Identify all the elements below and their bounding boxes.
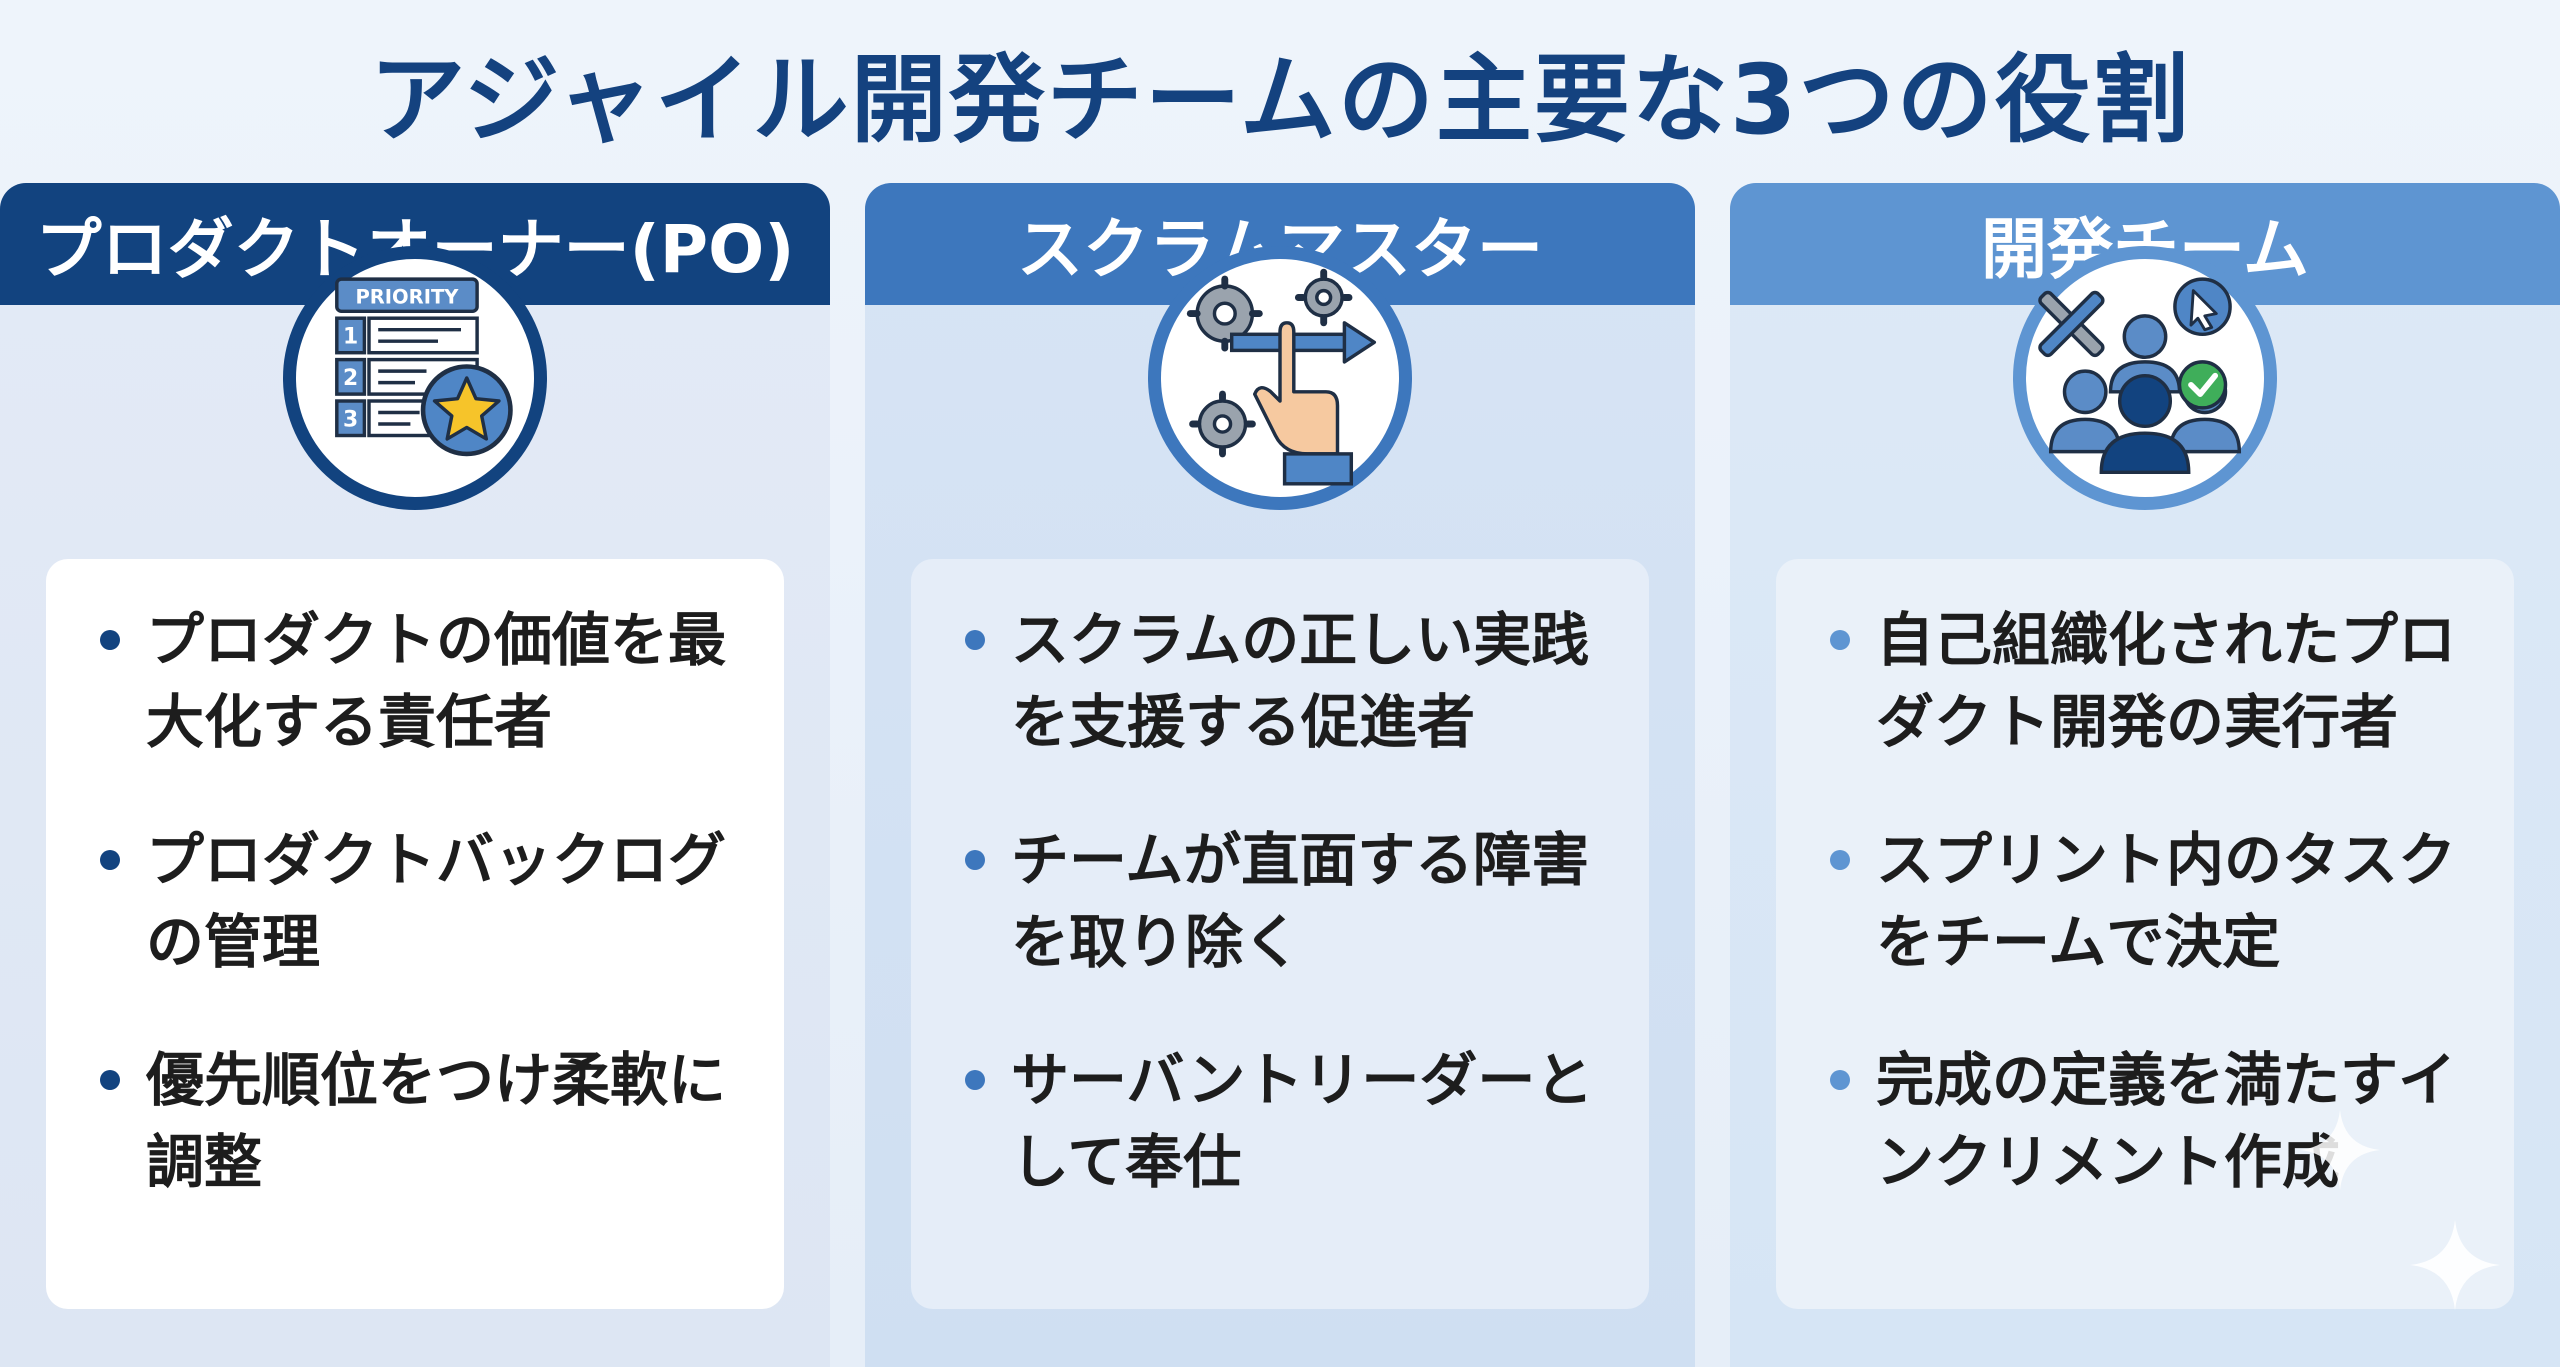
responsibility-list: 自己組織化されたプロダクト開発の実行者 スプリント内のタスクをチームで決定 完成… (1804, 599, 2474, 1203)
priority-number-2: 2 (343, 366, 358, 391)
page-title: アジャイル開発チームの主要な3つの役割 (369, 44, 2191, 156)
bullet-icon (1830, 1070, 1850, 1090)
bullet-icon (100, 630, 120, 650)
responsibility-list: スクラムの正しい実践を支援する促進者 チームが直面する障害を取り除く サーバント… (939, 599, 1609, 1203)
list-item: 自己組織化されたプロダクト開発の実行者 (1804, 599, 2474, 763)
list-item-text: プロダクトの価値を最大化する責任者 (146, 606, 727, 756)
list-item-text: 完成の定義を満たすインクリメント作成 (1876, 1046, 2457, 1196)
list-item: チームが直面する障害を取り除く (939, 819, 1609, 983)
list-item-text: スクラムの正しい実践を支援する促進者 (1011, 606, 1590, 756)
bullet-icon (965, 1070, 985, 1090)
priority-label: PRIORITY (355, 285, 459, 308)
sparkle-icon (2300, 1110, 2380, 1190)
responsibility-list: プロダクトの価値を最大化する責任者 プロダクトバックログの管理 優先順位をつけ柔… (74, 599, 744, 1203)
bullet-icon (100, 1070, 120, 1090)
bullet-icon (965, 850, 985, 870)
role-card: プロダクトの価値を最大化する責任者 プロダクトバックログの管理 優先順位をつけ柔… (46, 559, 784, 1309)
list-item: 優先順位をつけ柔軟に調整 (74, 1039, 744, 1203)
list-item: プロダクトバックログの管理 (74, 819, 744, 983)
bullet-icon (100, 850, 120, 870)
list-item-text: プロダクトバックログの管理 (146, 826, 727, 976)
role-column-development-team: 開発チーム 自己組織 (1730, 183, 2560, 1367)
role-card: スクラムの正しい実践を支援する促進者 チームが直面する障害を取り除く サーバント… (911, 559, 1649, 1309)
list-item: スクラムの正しい実践を支援する促進者 (939, 599, 1609, 763)
bullet-icon (1830, 850, 1850, 870)
role-card: 自己組織化されたプロダクト開発の実行者 スプリント内のタスクをチームで決定 完成… (1776, 559, 2514, 1309)
list-item: サーバントリーダーとして奉仕 (939, 1039, 1609, 1203)
bullet-icon (965, 630, 985, 650)
list-item-text: サーバントリーダーとして奉仕 (1011, 1046, 1594, 1196)
list-item-text: スプリント内のタスクをチームで決定 (1876, 826, 2457, 976)
team-tools-icon (2013, 246, 2277, 510)
role-header: 開発チーム (1730, 183, 2560, 305)
role-column-scrum-master: スクラムマスター (865, 183, 1695, 1367)
role-column-product-owner: プロダクトオーナー(PO) PRIORITY 1 2 3 プロダクトの価値を最大… (0, 183, 830, 1367)
list-item: スプリント内のタスクをチームで決定 (1804, 819, 2474, 983)
role-header: スクラムマスター (865, 183, 1695, 305)
list-item: 完成の定義を満たすインクリメント作成 (1804, 1039, 2474, 1203)
priority-list-star-icon: PRIORITY 1 2 3 (283, 246, 547, 510)
priority-number-1: 1 (343, 325, 358, 350)
sparkle-icon (2410, 1220, 2500, 1310)
bullet-icon (1830, 630, 1850, 650)
list-item-text: 自己組織化されたプロダクト開発の実行者 (1876, 606, 2457, 756)
list-item-text: チームが直面する障害を取り除く (1011, 826, 1590, 976)
gears-hand-pointer-icon (1148, 246, 1412, 510)
list-item-text: 優先順位をつけ柔軟に調整 (146, 1046, 727, 1196)
list-item: プロダクトの価値を最大化する責任者 (74, 599, 744, 763)
priority-number-3: 3 (343, 407, 358, 432)
